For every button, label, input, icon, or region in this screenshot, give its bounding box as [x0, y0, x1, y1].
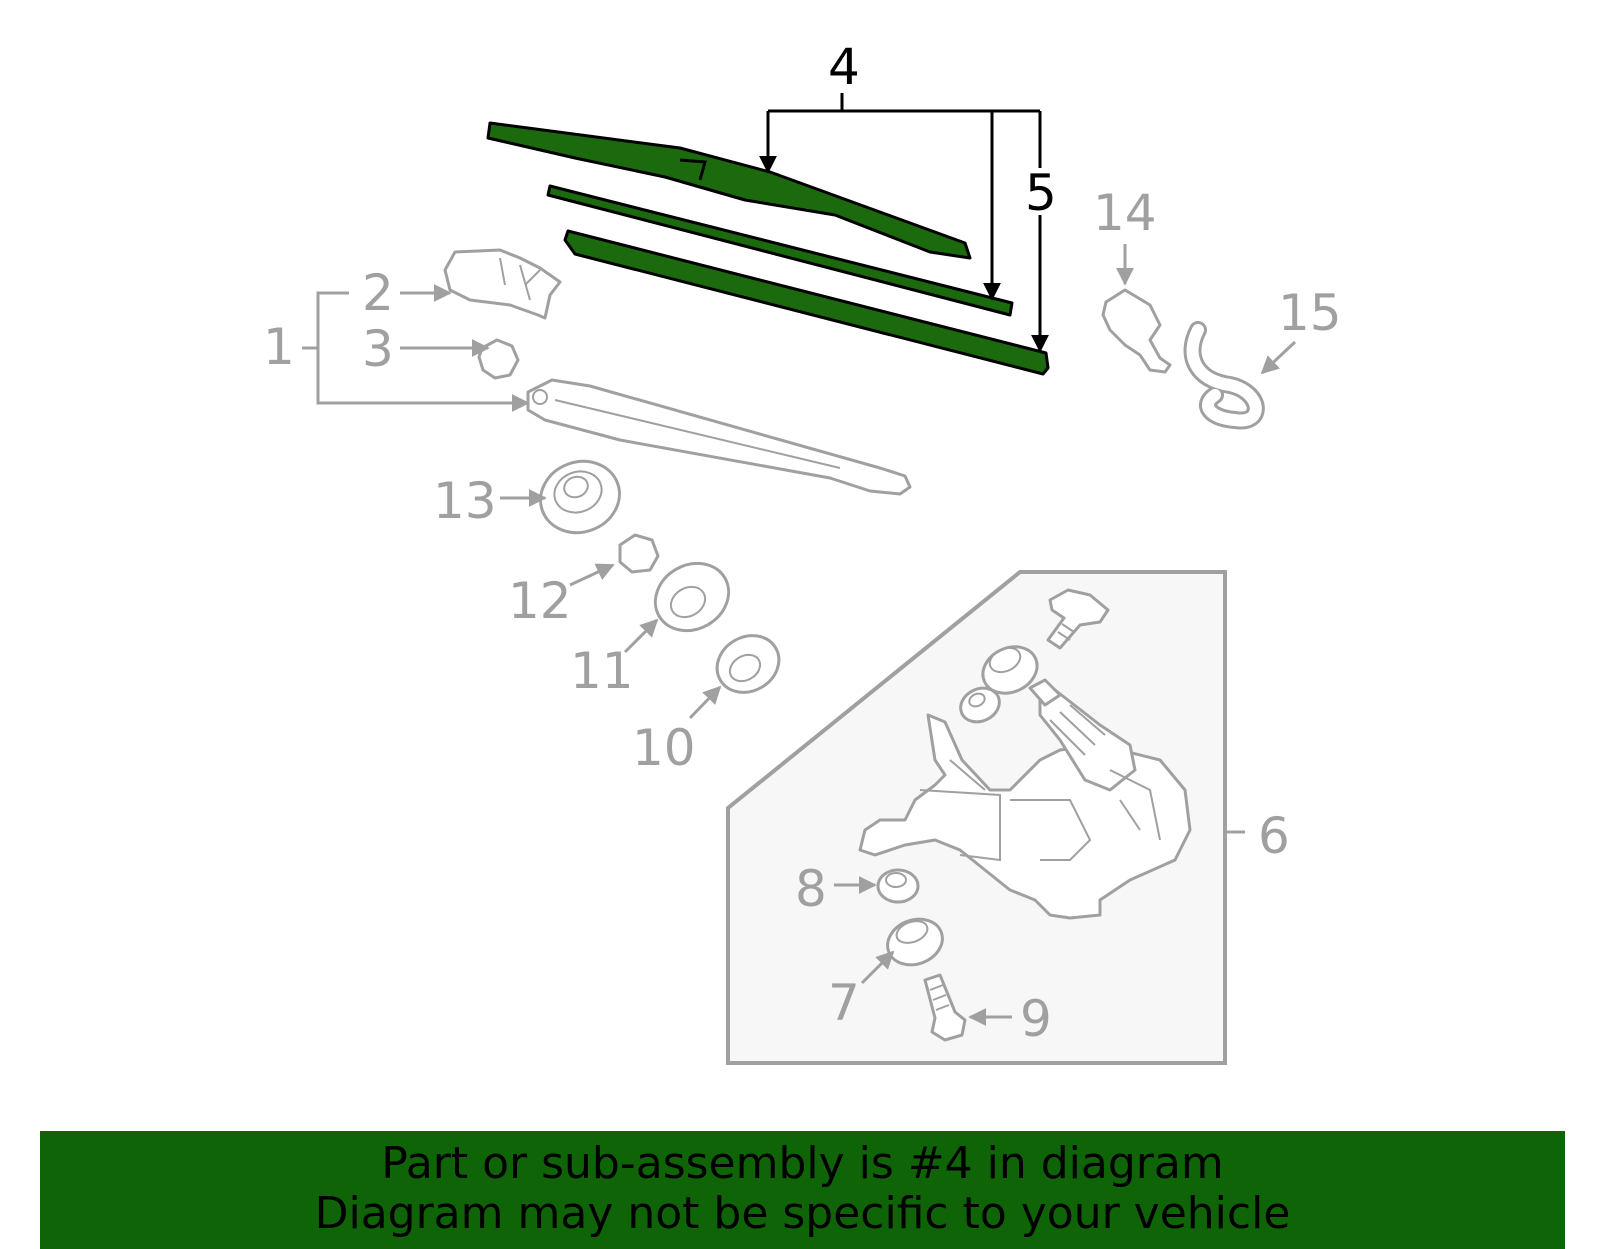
callout-6[interactable]: 6	[1258, 807, 1290, 865]
callout-10[interactable]: 10	[632, 719, 696, 777]
wiper-blade-insert[interactable]	[546, 184, 1014, 317]
wiper-arm-cap[interactable]	[443, 248, 562, 320]
info-banner: Part or sub-assembly is #4 in diagram Di…	[40, 1131, 1565, 1249]
wiper-arm[interactable]	[526, 378, 912, 496]
callout-3[interactable]: 3	[362, 320, 394, 378]
blade-clip-detail	[679, 158, 707, 181]
callout-15[interactable]: 15	[1278, 284, 1342, 342]
washer-nozzle[interactable]	[1101, 288, 1172, 374]
banner-line-2: Diagram may not be specific to your vehi…	[314, 1188, 1291, 1239]
pivot-nut[interactable]	[618, 533, 660, 574]
wiper-blade-frame[interactable]	[486, 121, 972, 260]
washer-hose-inner	[1186, 324, 1262, 427]
banner-line-1: Part or sub-assembly is #4 in diagram	[381, 1138, 1224, 1189]
pivot-cap[interactable]	[530, 450, 629, 543]
callout-1[interactable]: 1	[263, 318, 295, 376]
callout-12[interactable]: 12	[508, 572, 572, 630]
wiper-blade-rubber[interactable]	[563, 229, 1050, 376]
callout-4[interactable]: 4	[828, 38, 860, 96]
callout-14[interactable]: 14	[1093, 184, 1157, 242]
callout-4-leaders	[759, 93, 1049, 353]
callout-8[interactable]: 8	[795, 860, 827, 918]
pivot-grommet[interactable]	[707, 625, 789, 704]
motor-grommet-top[interactable]	[975, 638, 1044, 702]
callout-9[interactable]: 9	[1020, 990, 1052, 1048]
callout-1-bracket	[302, 284, 530, 412]
callout-7[interactable]: 7	[828, 974, 860, 1032]
wiper-blade-assembly[interactable]	[486, 121, 1050, 376]
pivot-washer[interactable]	[643, 550, 741, 643]
wiper-motor[interactable]	[858, 678, 1192, 920]
motor-bushing-top[interactable]	[955, 682, 1005, 728]
motor-mount-bolt-top[interactable]	[1046, 588, 1110, 650]
callout-2[interactable]: 2	[362, 264, 394, 322]
callout-5[interactable]: 5	[1025, 164, 1057, 222]
callout-11[interactable]: 11	[570, 642, 634, 700]
arm-nut[interactable]	[477, 338, 520, 380]
motor-mount-bolt[interactable]	[923, 973, 967, 1042]
callout-13[interactable]: 13	[433, 472, 497, 530]
motor-bushing[interactable]	[876, 868, 920, 904]
